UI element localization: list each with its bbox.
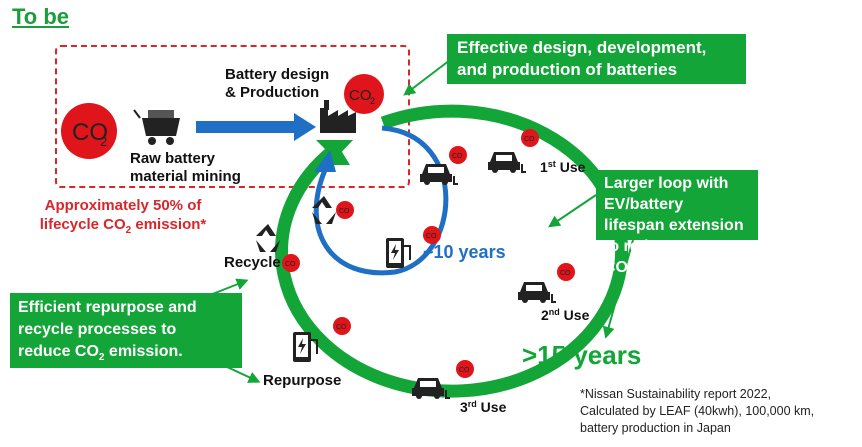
inner-loop-label: ~10 years xyxy=(423,242,506,262)
outer-loop-label: >15 years xyxy=(522,340,642,370)
svg-text:CO: CO xyxy=(349,87,372,104)
first-use-label: 1st Use xyxy=(540,159,586,175)
raw-material-label: Raw battery material mining xyxy=(130,150,241,185)
co2-bubble-icon: CO xyxy=(456,360,474,378)
co2-bubble-icon: CO xyxy=(423,226,441,244)
mining-cart-icon xyxy=(133,109,180,145)
svg-text:CO: CO xyxy=(459,367,470,374)
co2-bubble-icon: CO xyxy=(449,146,467,164)
co2-bubble-icon: CO 2 xyxy=(344,74,384,114)
factory-icon xyxy=(320,100,356,133)
svg-text:CO: CO xyxy=(452,153,463,160)
car-icon xyxy=(518,282,556,303)
second-use-label: 2nd Use xyxy=(541,307,590,323)
page-title: To be xyxy=(12,4,70,29)
car-icon xyxy=(488,152,526,173)
svg-text:CO: CO xyxy=(285,261,296,268)
footnote: *Nissan Sustainability report 2022, Calc… xyxy=(580,387,815,435)
inner-loop-arrow xyxy=(313,125,449,276)
callout-design-production: Effective design, development, and produ… xyxy=(447,34,746,84)
co2-bubble-icon: CO 2 xyxy=(61,103,117,159)
recycle-icon xyxy=(256,224,280,252)
co2-bubble-icon: CO xyxy=(333,317,351,335)
third-use-label: 3rd Use xyxy=(460,399,507,415)
svg-text:2: 2 xyxy=(370,96,375,106)
charger-icon xyxy=(386,238,411,268)
svg-text:CO: CO xyxy=(336,324,347,331)
co2-small-bubbles: CO CO CO CO CO CO CO CO xyxy=(282,129,575,378)
svg-text:CO: CO xyxy=(560,270,571,277)
recycle-label: Recycle xyxy=(224,254,281,271)
recycle-icon xyxy=(312,196,336,224)
repurpose-label: Repurpose xyxy=(263,372,342,389)
outer-loop-arrow xyxy=(275,104,629,398)
battery-design-label: Battery design & Production xyxy=(225,66,330,101)
lifecycle-emission-note: Approximately 50% of lifecycle CO2 emiss… xyxy=(39,197,207,236)
co2-bubble-icon: CO xyxy=(557,263,575,281)
charger-icon xyxy=(293,332,318,362)
co2-bubble-icon: CO xyxy=(521,129,539,147)
co2-bubble-icon: CO xyxy=(282,254,300,272)
svg-text:CO: CO xyxy=(524,136,535,143)
svg-text:CO: CO xyxy=(339,208,350,215)
co2-bubble-icon: CO xyxy=(336,201,354,219)
car-icon xyxy=(412,378,450,399)
callout-repurpose-recycle: Efficient repurpose and recycle processe… xyxy=(10,293,242,368)
mining-arrowhead xyxy=(294,113,316,141)
callout-larger-loop: Larger loop with EV/battery lifespan ext… xyxy=(596,170,758,279)
svg-text:CO: CO xyxy=(426,233,437,240)
svg-text:2: 2 xyxy=(100,134,107,149)
car-icon xyxy=(420,164,458,185)
svg-text:CO: CO xyxy=(72,119,108,146)
